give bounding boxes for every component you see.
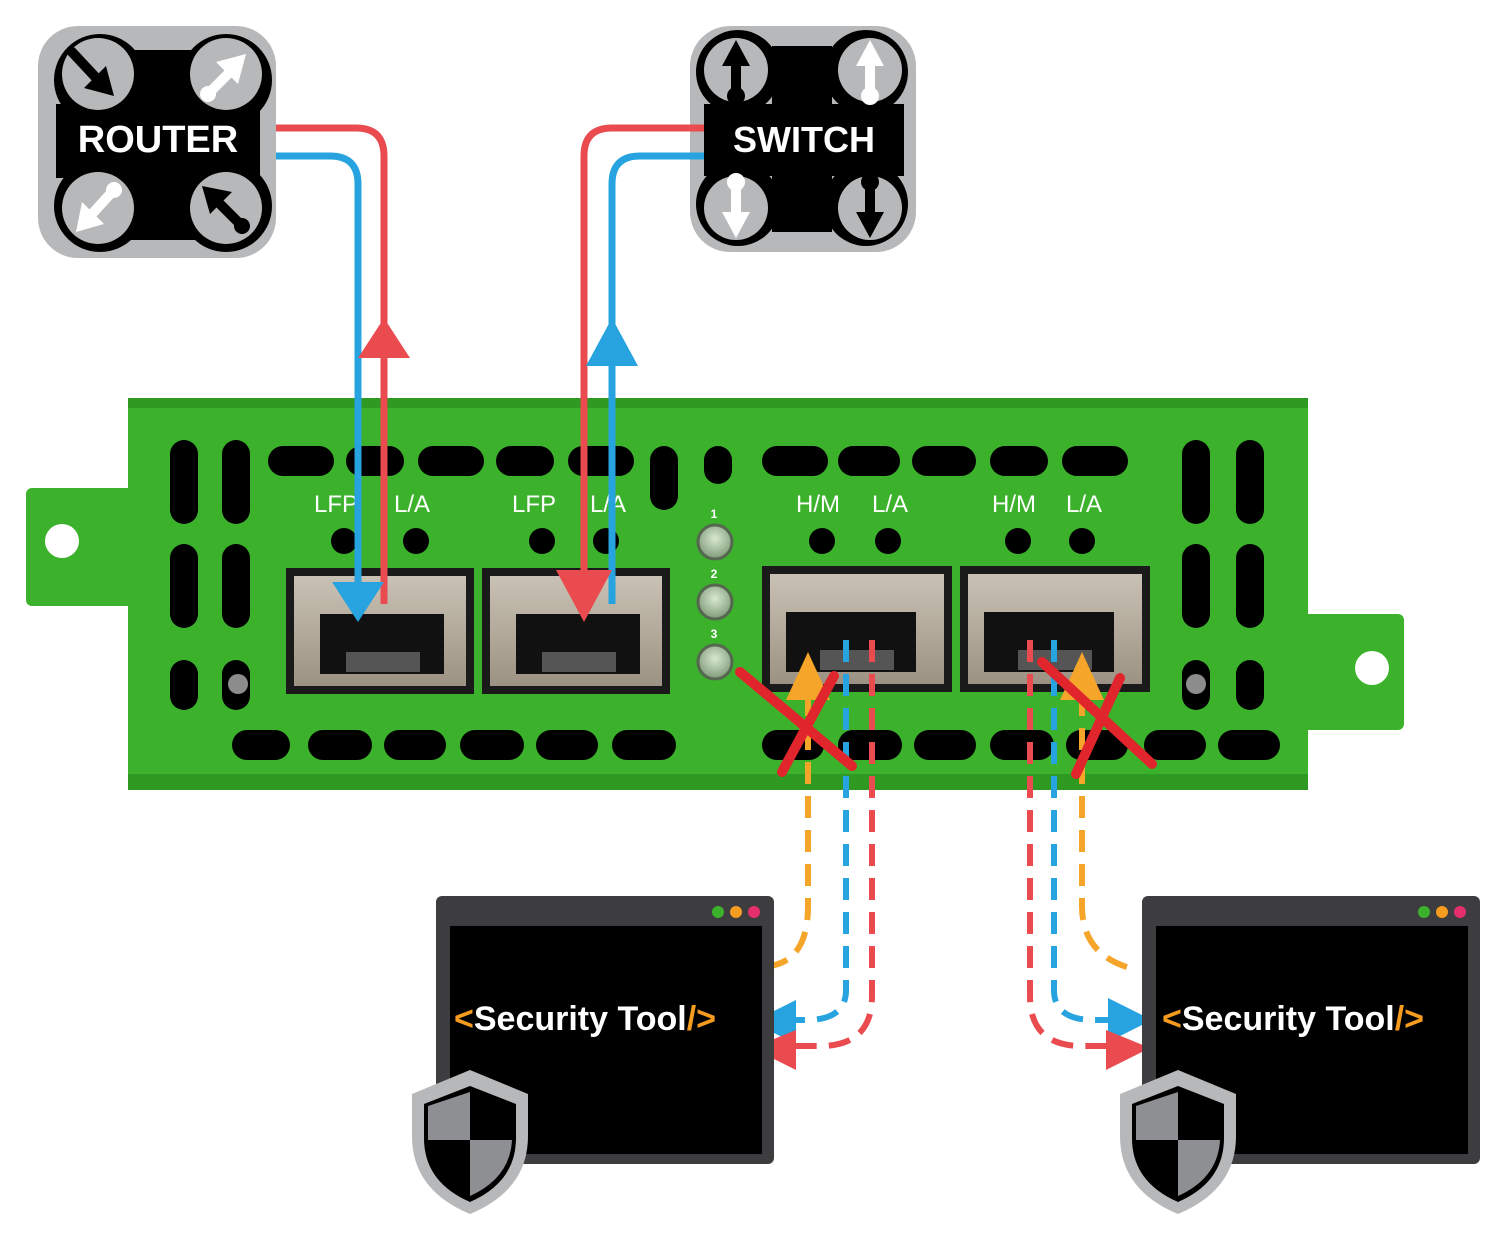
status-led-2 xyxy=(696,583,734,621)
mounting-hole-right xyxy=(1355,651,1389,685)
warning-triangle-icon xyxy=(786,652,830,700)
status-led-1 xyxy=(696,523,734,561)
port-2-left-label: LFP xyxy=(512,491,556,518)
tool-close-bracket: /> xyxy=(1395,1000,1424,1038)
tool-close-bracket: /> xyxy=(687,1000,716,1038)
port-4-right-label: L/A xyxy=(1066,491,1102,518)
arrow-down-red-icon xyxy=(556,570,612,622)
monitor-links-right xyxy=(1027,640,1139,1049)
arrow-down-left-icon xyxy=(76,182,122,232)
port-2-right-label: L/A xyxy=(590,491,626,518)
port-1-right-label: L/A xyxy=(394,491,430,518)
arrow-up-red-icon xyxy=(358,318,410,358)
switch-link-red xyxy=(580,124,704,600)
switch-node: SWITCH xyxy=(690,26,916,252)
window-dot-orange xyxy=(730,906,742,918)
tool-title-right: <Security Tool/> xyxy=(1162,1000,1424,1038)
tool-title-left: <Security Tool/> xyxy=(454,1000,716,1038)
router-label: ROUTER xyxy=(78,119,238,161)
port-3-right-label: L/A xyxy=(872,491,908,518)
arrow-right-red-icon xyxy=(1106,1030,1150,1070)
tool-name: Security Tool xyxy=(474,1000,687,1038)
arrow-down-icon xyxy=(856,173,884,238)
arrow-down-blue-icon xyxy=(332,582,384,622)
shield-icon xyxy=(1120,1070,1236,1214)
monitor-links-left xyxy=(769,640,875,1049)
arrow-down-right-icon xyxy=(67,47,114,96)
arrow-right-blue-icon xyxy=(1108,998,1152,1042)
security-tool-window-right: <Security Tool/> xyxy=(1120,896,1480,1214)
mounting-ear-right xyxy=(1294,614,1404,730)
mounting-hole-left xyxy=(45,524,79,558)
led-1-label: 1 xyxy=(711,507,718,521)
status-led-3 xyxy=(696,643,734,681)
arrow-up-outline-icon xyxy=(856,40,884,105)
sfp-port-1 xyxy=(286,568,474,694)
sfp-port-2 xyxy=(482,568,670,694)
sfp-port-3 xyxy=(762,566,952,692)
window-dot-orange xyxy=(1436,906,1448,918)
port-indicators xyxy=(331,528,1095,554)
window-dot-pink xyxy=(1454,906,1466,918)
led-2-label: 2 xyxy=(711,567,718,581)
port-3-left-label: H/M xyxy=(796,491,840,518)
switch-label: SWITCH xyxy=(733,119,875,160)
mounting-ear-left xyxy=(26,488,146,606)
port-4-left-label: H/M xyxy=(992,491,1036,518)
router-link-blue xyxy=(276,152,362,600)
tool-open-bracket: < xyxy=(454,1000,474,1038)
screw xyxy=(228,674,248,694)
blocked-return-marker-left xyxy=(735,652,857,777)
tap-device: LFP L/A LFP L/A H/M L/A H/M L/A 1 2 3 xyxy=(26,398,1404,790)
window-dot-pink xyxy=(748,906,760,918)
cross-icon xyxy=(735,667,857,771)
arrow-down-outline-icon xyxy=(722,173,750,238)
window-dot-green xyxy=(712,906,724,918)
switch-link-blue xyxy=(608,152,704,604)
shield-icon xyxy=(412,1070,528,1214)
arrow-up-right-icon xyxy=(200,54,246,102)
vent-slots xyxy=(170,440,1280,760)
cross-icon xyxy=(1037,657,1157,769)
led-3-label: 3 xyxy=(711,627,718,641)
security-tool-window-left: <Security Tool/> xyxy=(412,896,774,1214)
tool-open-bracket: < xyxy=(1162,1000,1182,1038)
blocked-return-marker-right xyxy=(1037,652,1157,779)
router-node: ROUTER xyxy=(38,26,276,258)
router-link-red xyxy=(276,124,388,604)
live-links xyxy=(276,124,704,604)
port-1-left-label: LFP xyxy=(314,491,358,518)
arrow-up-blue-icon xyxy=(586,318,638,366)
arrow-up-icon xyxy=(722,40,750,105)
screw xyxy=(1186,674,1206,694)
arrow-up-left-icon xyxy=(202,186,250,234)
window-dot-green xyxy=(1418,906,1430,918)
tool-name: Security Tool xyxy=(1182,1000,1395,1038)
